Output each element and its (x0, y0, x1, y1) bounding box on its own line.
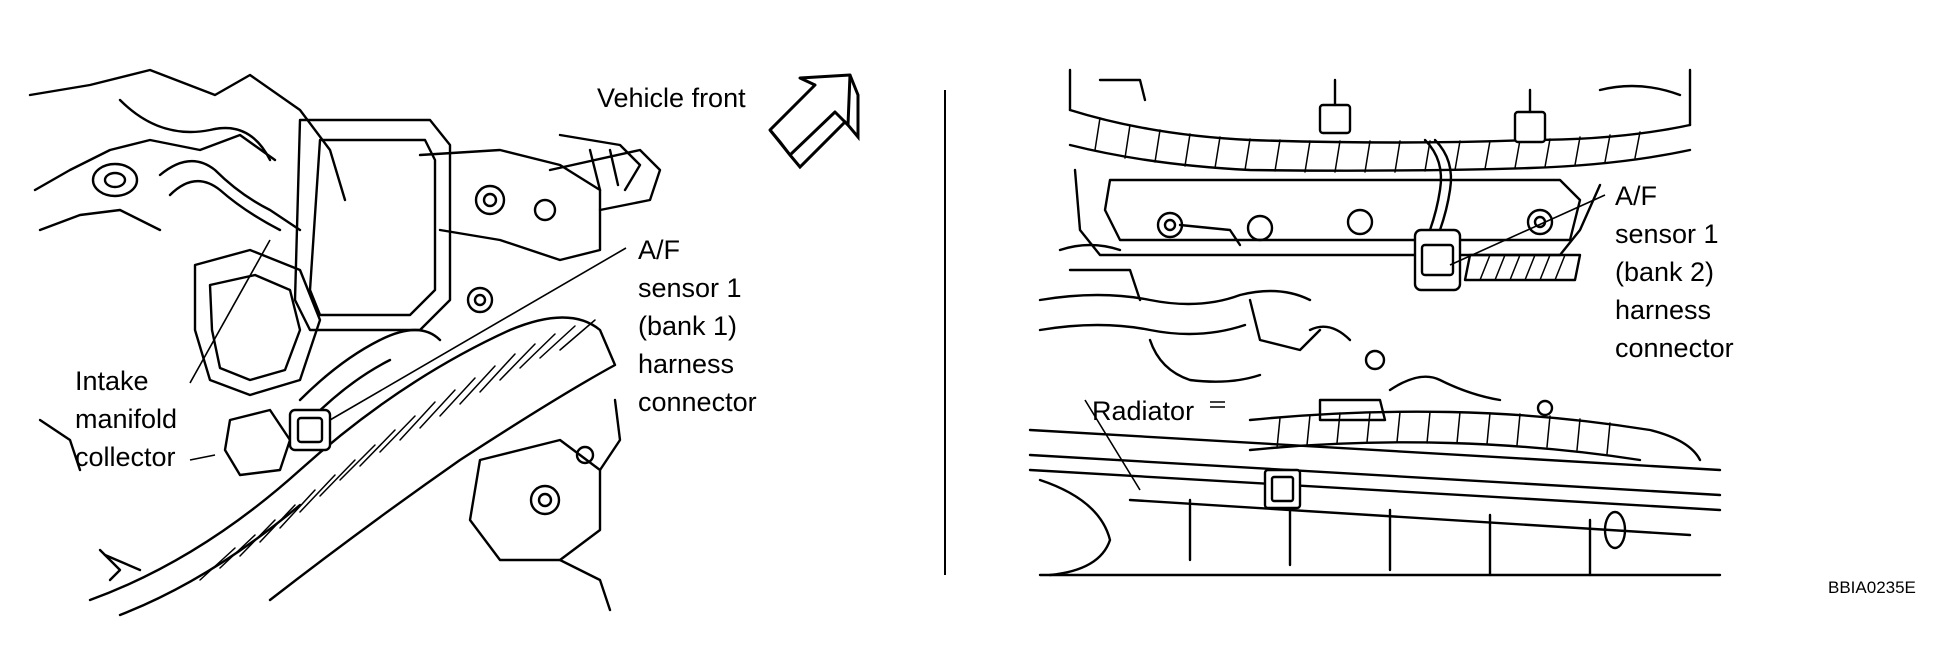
left-af-line4: harness (638, 349, 735, 379)
intake-line2: manifold (75, 404, 178, 434)
right-leader-lines (1084, 194, 1606, 491)
arrow-up-right-icon (768, 73, 860, 170)
left-af-line3: (bank 1) (638, 311, 738, 341)
radiator-label: Radiator (1092, 396, 1195, 426)
intake-line3: collector (75, 442, 176, 472)
right-af-line1: A/F (1615, 181, 1658, 211)
vehicle-front-label: Vehicle front (597, 83, 746, 113)
left-af-line5: connector (638, 387, 757, 417)
left-af-line2: sensor 1 (638, 273, 742, 303)
left-af-line1: A/F (638, 235, 681, 265)
right-engine-linework (1028, 68, 1722, 577)
right-af-line5: connector (1615, 333, 1734, 363)
intake-line1: Intake (75, 366, 149, 396)
right-af-line3: (bank 2) (1615, 257, 1715, 287)
left-engine-linework (28, 68, 662, 617)
figure-code: BBIA0235E (1828, 578, 1916, 597)
right-af-line4: harness (1615, 295, 1712, 325)
left-leader-lines (189, 239, 627, 461)
right-af-line2: sensor 1 (1615, 219, 1719, 249)
